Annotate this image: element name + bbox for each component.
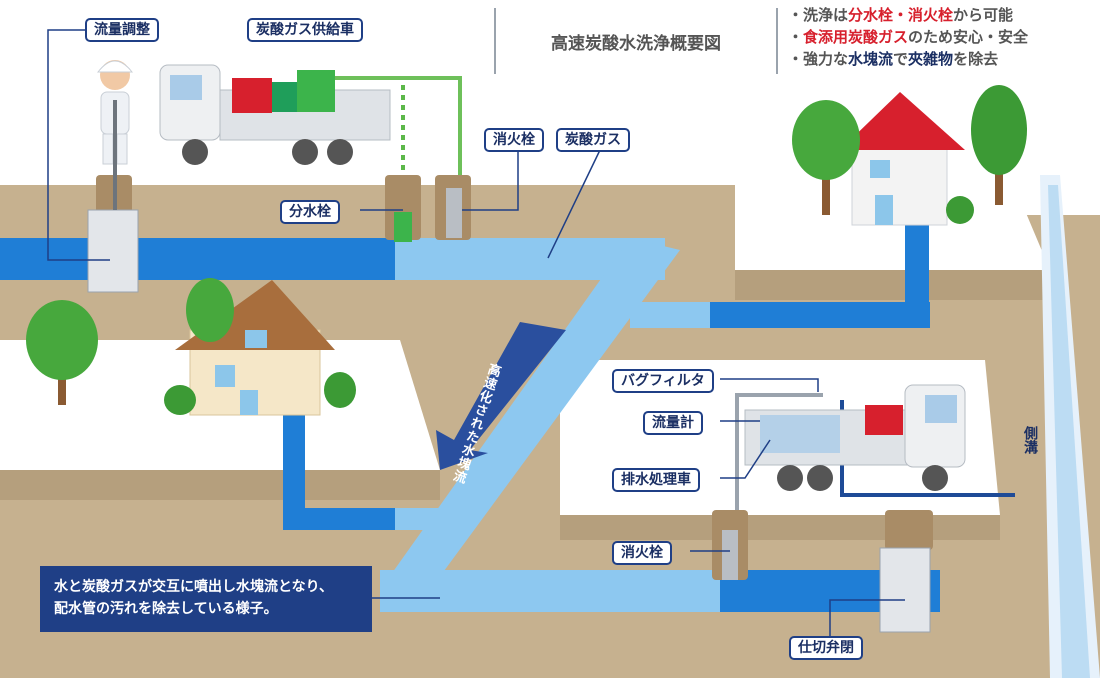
- bullet-3: ・強力な水塊流で夾雑物を除去: [788, 48, 1028, 70]
- bullet-2: ・食添用炭酸ガスのため安心・安全: [788, 26, 1028, 48]
- leader-lines: [47, 29, 905, 636]
- label-co2-truck: 炭酸ガス供給車: [247, 18, 363, 42]
- co2-supply-truck-illustration: [159, 64, 391, 165]
- pits: [87, 175, 933, 633]
- label-drain-truck: 排水処理車: [612, 468, 700, 492]
- label-flow-meter: 流量計: [643, 411, 703, 435]
- bullet-1-prefix: ・洗浄は: [788, 6, 849, 24]
- bullet-2-highlight: 食添用炭酸ガス: [803, 28, 909, 46]
- label-hydrant-bottom: 消火栓: [612, 541, 672, 565]
- callout-line-1: 水と炭酸ガスが交互に噴出し水塊流となり、: [54, 579, 334, 595]
- callout-line-2: 配水管の汚れを除去している様子。: [54, 601, 278, 617]
- label-co2-gas: 炭酸ガス: [556, 128, 630, 152]
- label-branch-valve: 分水栓: [280, 200, 340, 224]
- bullet-3-prefix: ・強力な: [788, 50, 849, 68]
- label-gate-valve: 仕切弁閉: [789, 636, 863, 660]
- diagram-title: 高速炭酸水洗浄概要図: [551, 33, 721, 54]
- drain-truck-illustration: [744, 384, 966, 491]
- label-flow-adjust: 流量調整: [85, 18, 159, 42]
- pipe-network: [0, 215, 940, 612]
- bullet-3-highlight-2: 夾雑物: [908, 50, 954, 68]
- bullet-2-prefix: ・: [788, 28, 804, 46]
- feature-bullets: ・洗浄は分水栓・消火栓から可能 ・食添用炭酸ガスのため安心・安全 ・強力な水塊流…: [788, 4, 1028, 70]
- bullet-3-middle: で: [893, 50, 909, 68]
- explanation-callout: 水と炭酸ガスが交互に噴出し水塊流となり、 配水管の汚れを除去している様子。: [40, 566, 372, 632]
- worker-illustration: [96, 60, 134, 210]
- trees: [26, 85, 1027, 415]
- label-hydrant-top: 消火栓: [484, 128, 544, 152]
- bullet-1: ・洗浄は分水栓・消火栓から可能: [788, 4, 1028, 26]
- bullet-1-suffix: から可能: [953, 6, 1014, 24]
- bullet-3-suffix: を除去: [953, 50, 999, 68]
- bullet-2-suffix: のため安心・安全: [908, 28, 1029, 46]
- flow-direction-arrow: [436, 322, 566, 470]
- bullet-3-highlight: 水塊流: [848, 50, 894, 68]
- label-bag-filter: バグフィルタ: [612, 369, 714, 393]
- label-side-ditch: 側溝: [1022, 426, 1038, 454]
- house-top-right: [840, 92, 965, 226]
- bullet-1-highlight: 分水栓・消火栓: [848, 6, 954, 24]
- diagram-title-box: 高速炭酸水洗浄概要図: [494, 8, 778, 74]
